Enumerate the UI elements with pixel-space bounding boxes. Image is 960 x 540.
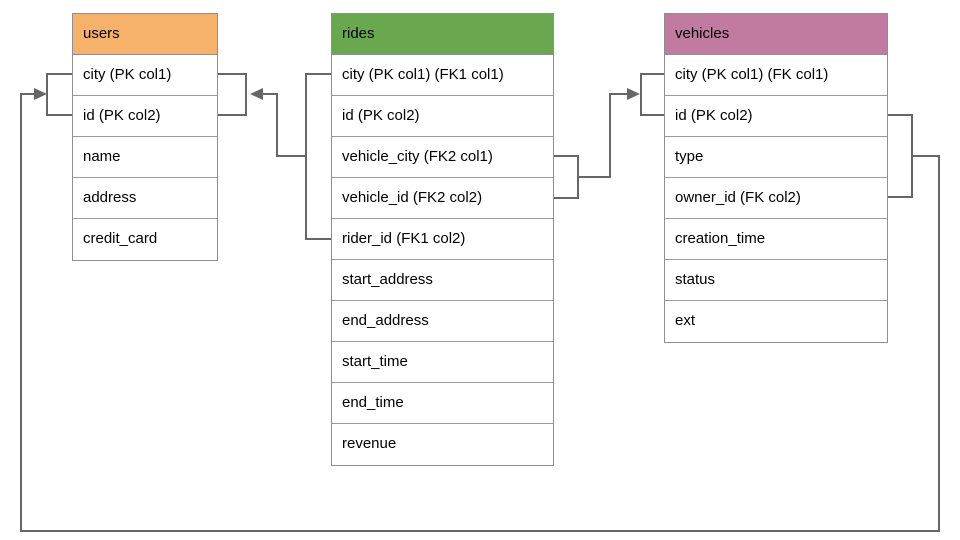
rides-to-users-link [263, 93, 306, 157]
table-users-row-city: city (PK col1) [73, 55, 217, 96]
table-users-row-id: id (PK col2) [73, 96, 217, 137]
arrowhead-into-users-left [34, 88, 47, 100]
table-vehicles-row-status: status [665, 260, 887, 301]
table-rides-row-revenue: revenue [332, 424, 553, 465]
table-rides-row-vehicle-city: vehicle_city (FK2 col1) [332, 137, 553, 178]
arrowhead-into-users [250, 88, 263, 100]
table-rides-header: rides [332, 14, 553, 55]
table-users-row-address: address [73, 178, 217, 219]
table-rides-row-id: id (PK col2) [332, 96, 553, 137]
table-users: users city (PK col1) id (PK col2) name a… [72, 13, 218, 261]
rides-fk2-bracket-right [554, 155, 579, 199]
arrowhead-into-vehicles [627, 88, 640, 100]
table-rides-row-end-time: end_time [332, 383, 553, 424]
table-vehicles-row-city: city (PK col1) (FK col1) [665, 55, 887, 96]
table-rides-row-end-address: end_address [332, 301, 553, 342]
connector-rides-to-users [218, 73, 331, 240]
rides-fk1-bracket-left [305, 73, 331, 240]
table-vehicles: vehicles city (PK col1) (FK col1) id (PK… [664, 13, 888, 343]
table-users-row-name: name [73, 137, 217, 178]
table-users-header: users [73, 14, 217, 55]
table-vehicles-row-owner-id: owner_id (FK col2) [665, 178, 887, 219]
table-vehicles-row-id: id (PK col2) [665, 96, 887, 137]
table-users-row-credit-card: credit_card [73, 219, 217, 260]
users-pk-bracket-left [46, 73, 72, 116]
vehicles-fk-bracket-right [888, 114, 913, 198]
table-rides-row-rider-id: rider_id (FK1 col2) [332, 219, 553, 260]
rides-to-vehicles-link [578, 93, 627, 178]
table-vehicles-row-creation-time: creation_time [665, 219, 887, 260]
table-vehicles-row-type: type [665, 137, 887, 178]
table-vehicles-header: vehicles [665, 14, 887, 55]
table-rides-row-city: city (PK col1) (FK1 col1) [332, 55, 553, 96]
table-rides-row-start-address: start_address [332, 260, 553, 301]
users-pk-bracket-right [218, 73, 247, 116]
vehicles-pk-bracket-left [640, 73, 664, 116]
table-rides-row-vehicle-id: vehicle_id (FK2 col2) [332, 178, 553, 219]
connector-rides-to-vehicles [554, 73, 664, 199]
table-rides-row-start-time: start_time [332, 342, 553, 383]
table-rides: rides city (PK col1) (FK1 col1) id (PK c… [331, 13, 554, 466]
table-vehicles-row-ext: ext [665, 301, 887, 342]
